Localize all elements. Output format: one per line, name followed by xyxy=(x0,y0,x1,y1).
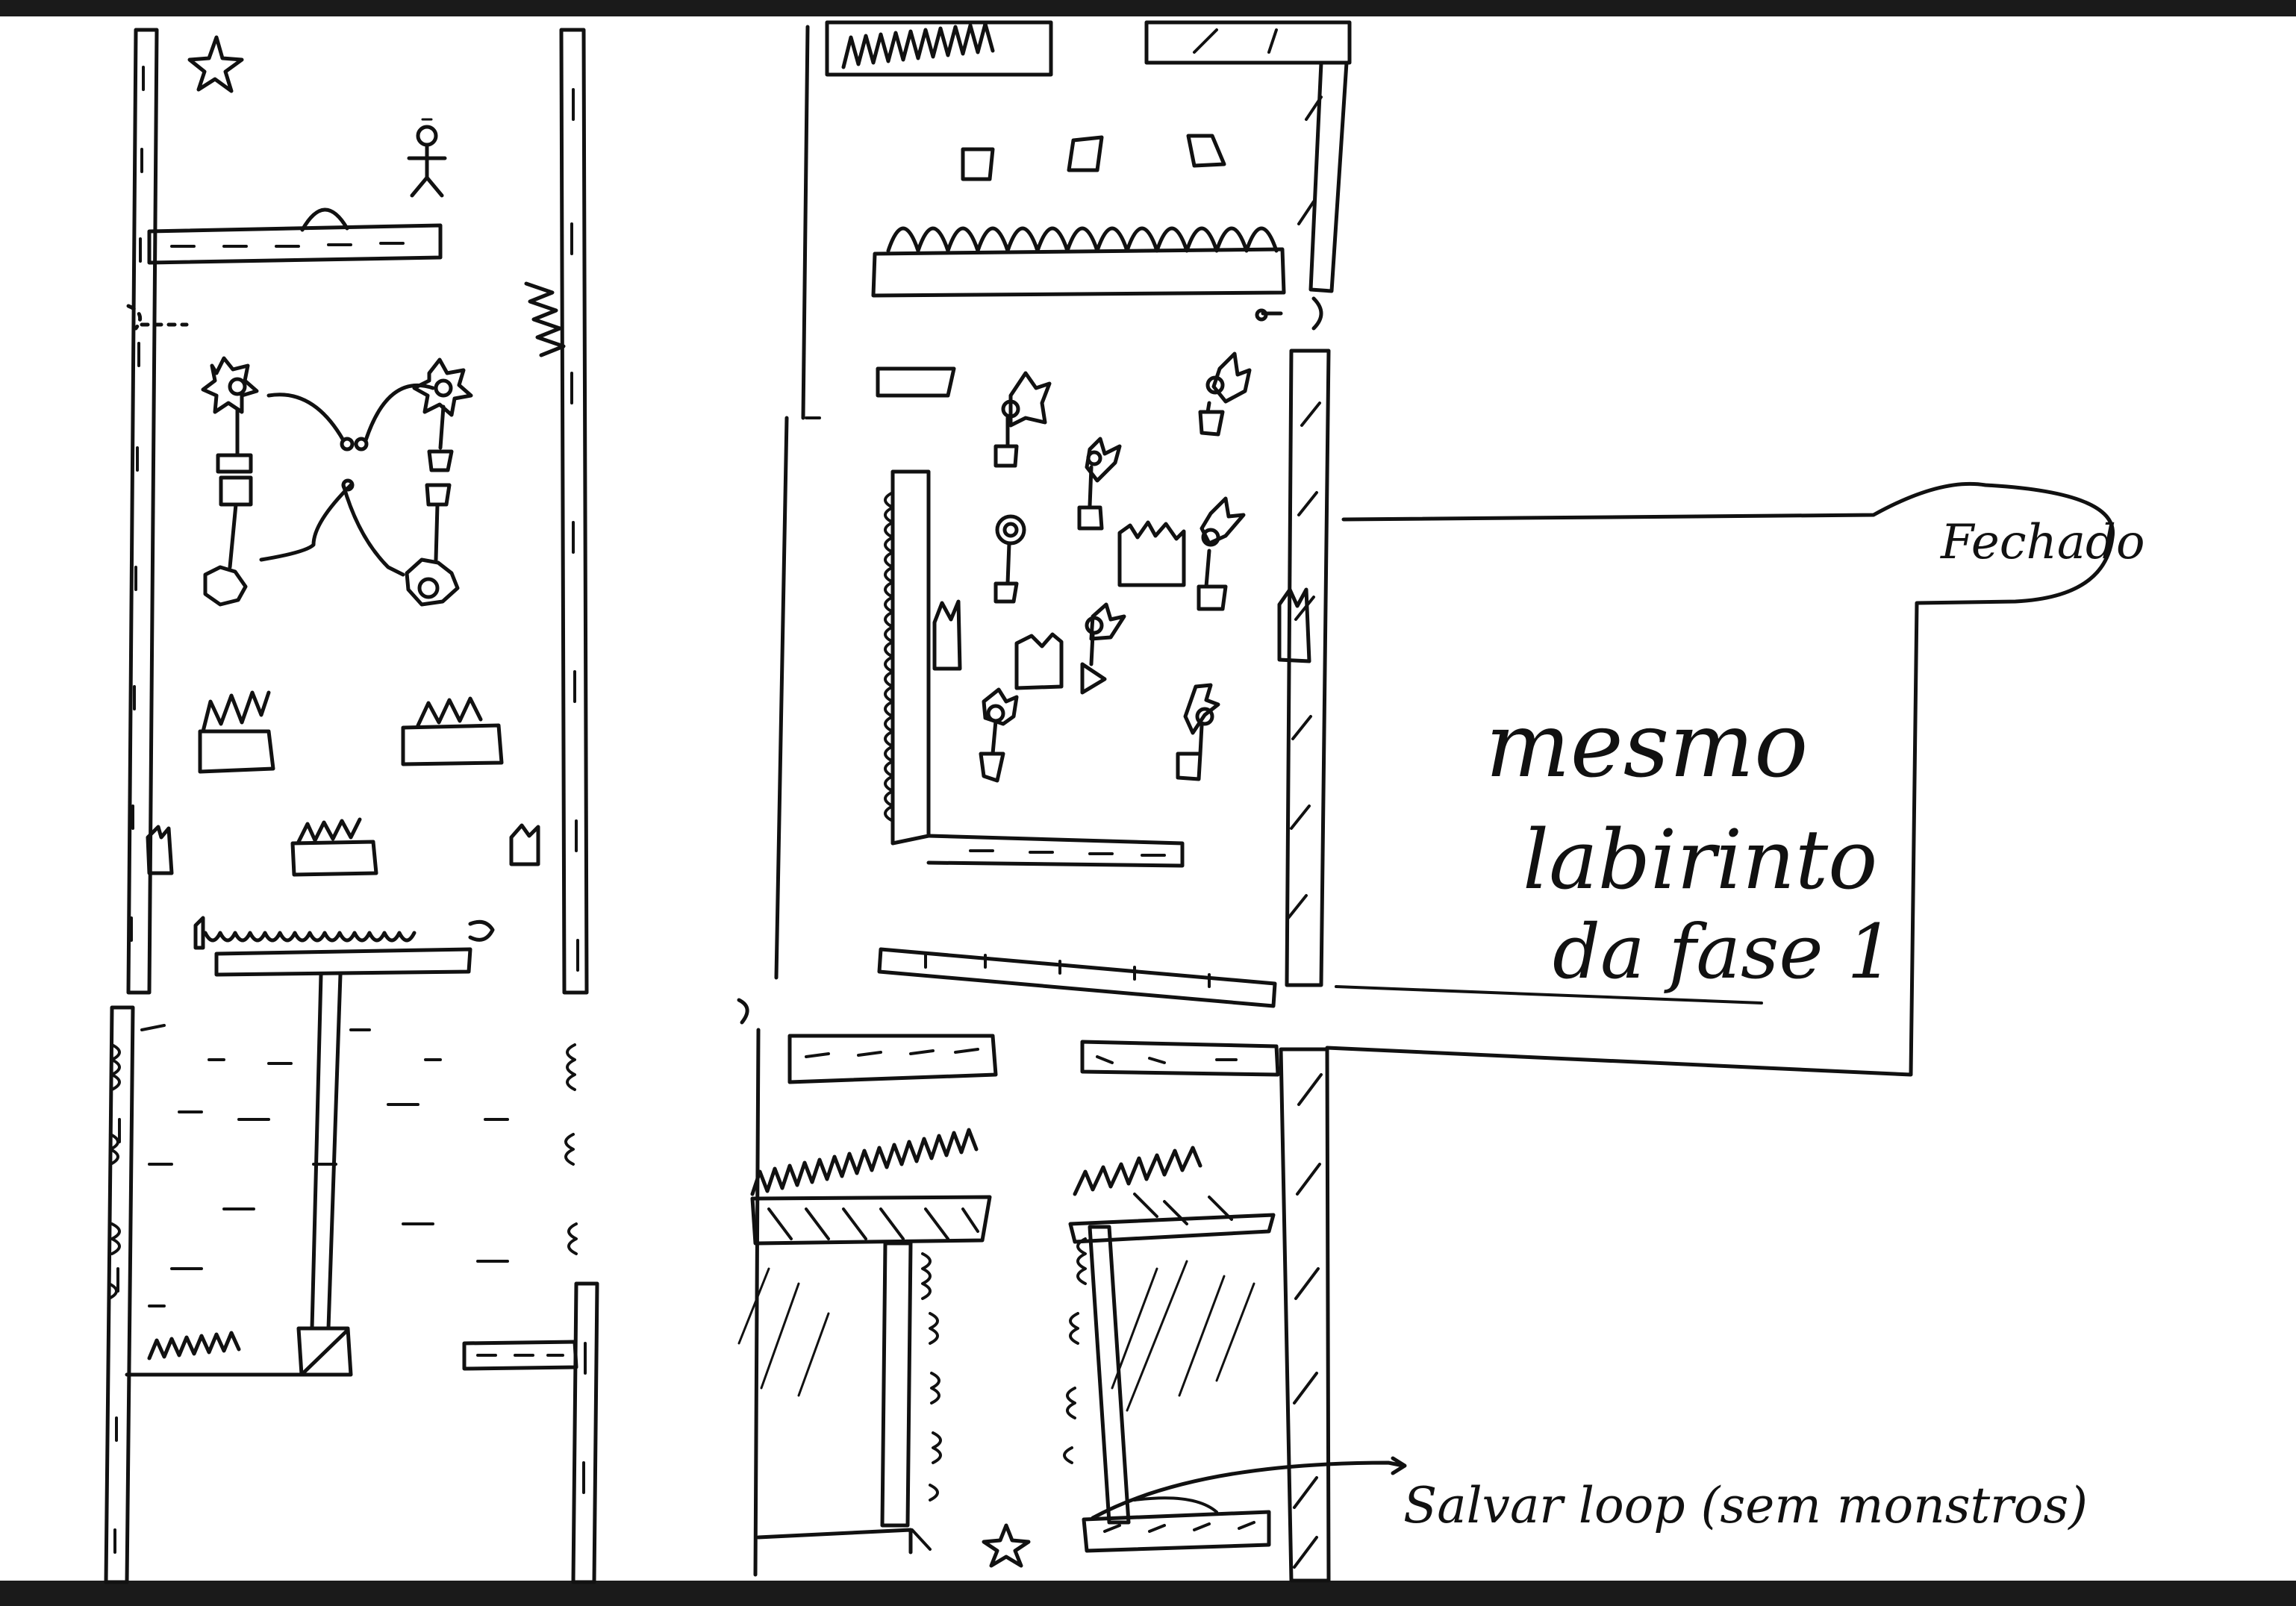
spike-trap-icon xyxy=(148,693,538,875)
flower-enemy-icon xyxy=(1082,604,1124,693)
lower-structure-left xyxy=(127,918,576,1375)
same-maze-note-line-1: mesmo xyxy=(1485,694,1808,798)
star-icon xyxy=(190,37,242,91)
flower-enemy-field xyxy=(981,354,1250,781)
flower-enemy-icon xyxy=(1200,354,1250,434)
same-maze-note-line-2: labirinto xyxy=(1523,812,1877,907)
closed-tab-label: Fechado xyxy=(1940,515,2145,570)
flower-enemy-icon xyxy=(1178,685,1218,779)
save-loop-label: Salvar loop (sem monstros) xyxy=(1403,1477,2088,1534)
stick-figure-player-icon xyxy=(409,119,445,196)
flower-enemy-icon xyxy=(996,516,1024,602)
flower-enemy-icon xyxy=(1079,439,1120,528)
flower-enemy-cluster-left xyxy=(203,358,471,604)
flower-enemy-icon xyxy=(981,690,1017,781)
save-point-icon xyxy=(984,1525,1029,1566)
middle-lower-room xyxy=(739,1000,1329,1581)
flower-enemy-icon xyxy=(996,373,1049,466)
flower-enemy-icon xyxy=(1199,499,1244,609)
same-maze-note-line-3: da fase 1 xyxy=(1553,908,1894,996)
middle-upper-room xyxy=(776,22,1350,1006)
water-area xyxy=(109,1025,576,1306)
save-loop-arrow xyxy=(1093,1458,1405,1518)
